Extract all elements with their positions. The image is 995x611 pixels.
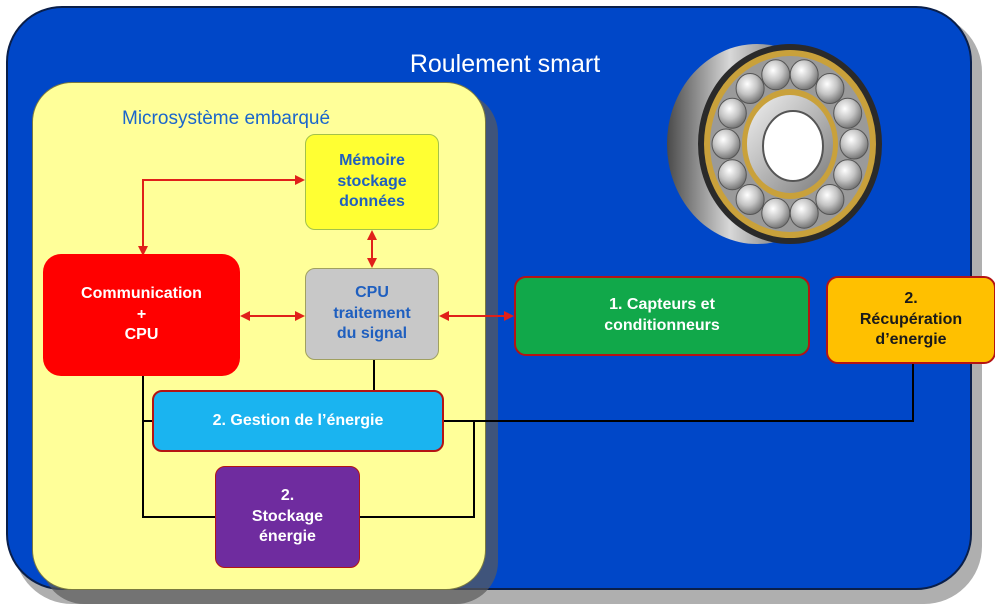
communication-cpu-block: Communication + CPU [43,254,240,376]
energy-storage-block: 2. Stockage énergie [215,466,360,568]
power-line-recuperation-gestion [444,364,913,421]
cpu-signal-block: CPU traitement du signal [305,268,439,360]
arrow-comm-memoire [143,180,303,254]
energy-harvesting-block: 2. Récupération d’energie [826,276,995,364]
energy-management-block: 2. Gestion de l’énergie [152,390,444,452]
memory-block: Mémoire stockage données [305,134,439,230]
sensors-block: 1. Capteurs et conditionneurs [514,276,810,356]
